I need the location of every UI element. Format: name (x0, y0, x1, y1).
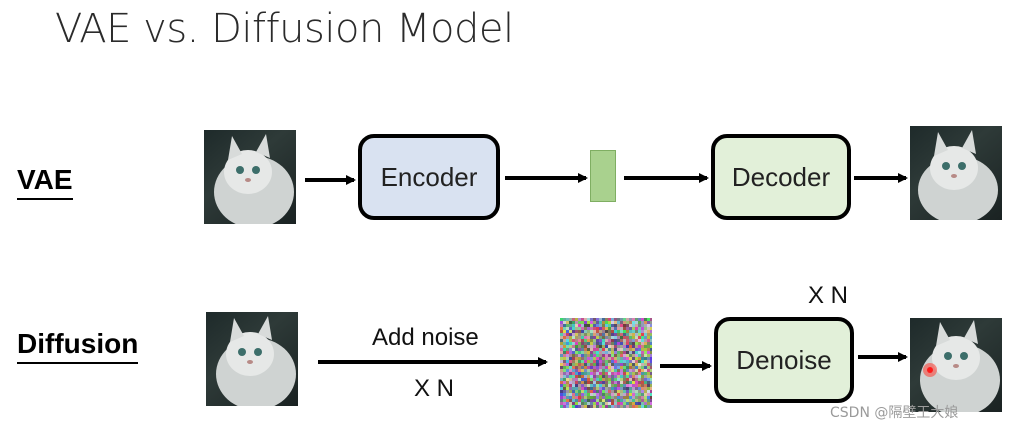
denoise-repeat-label: X N (808, 282, 849, 309)
add-noise-label: Add noise (372, 324, 479, 351)
diffusion-output-cat-image (910, 318, 1002, 412)
page-title: VAE vs. Diffusion Model (55, 6, 514, 52)
decoder-box: Decoder (711, 134, 851, 220)
vae-row-label: VAE (17, 164, 73, 200)
noise-image (560, 318, 652, 408)
watermark: CSDN @隔壁王大娘 (830, 405, 959, 421)
diffusion-row-label: Diffusion (17, 328, 139, 364)
denoise-box: Denoise (714, 317, 854, 403)
vae-output-cat-image (910, 126, 1002, 220)
encoder-box: Encoder (358, 134, 500, 220)
add-noise-repeat-label: X N (414, 375, 455, 402)
vae-input-cat-image (204, 130, 296, 224)
diffusion-input-cat-image (206, 312, 298, 406)
latent-vector (590, 150, 616, 202)
